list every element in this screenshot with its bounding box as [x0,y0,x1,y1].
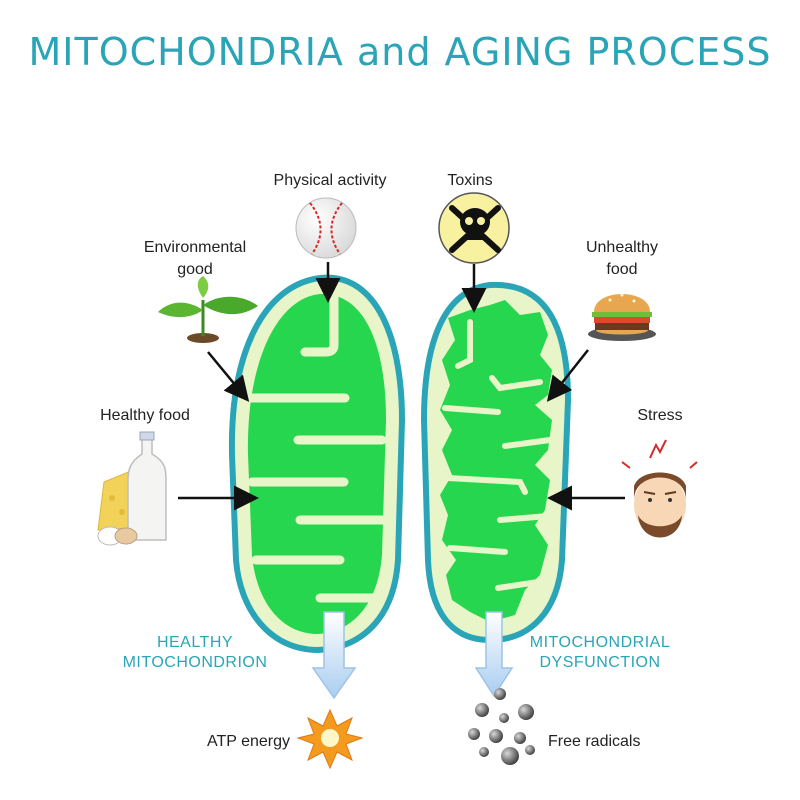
sprout-icon [158,276,258,343]
factor-arrows [178,262,625,511]
label-unhealthy-food: Unhealthy food [562,237,682,281]
dysfunction-output-arrow [474,611,514,698]
atp-energy-burst-icon [296,708,364,770]
label-environmental-good-line2: good [177,261,213,278]
label-environmental-good: Environmental good [120,237,270,281]
arrow-unhealthy-food [546,349,589,402]
label-environmental-good-line1: Environmental [143,239,247,256]
label-stress: Stress [637,407,683,424]
label-atp-energy: ATP energy [206,733,290,750]
healthy-mitochondrion [228,274,406,654]
arrow-environmental-good [207,351,250,402]
stressed-face-icon [621,439,698,538]
baseball-icon [295,197,357,259]
label-dysfunction-line1: MITOCHONDRIAL [529,634,671,651]
dysfunctional-mitochondrion [420,281,572,644]
page-title: MITOCHONDRIA and AGING PROCESS [28,30,772,74]
label-healthy-line2: MITOCHONDRION [122,654,268,671]
healthy-output-arrow [311,611,357,700]
skull-icon [438,192,510,264]
healthy-food-icon [97,431,167,546]
label-free-radicals: Free radicals [548,733,641,750]
label-unhealthy-food-line1: Unhealthy [585,239,659,256]
label-mitochondrial-dysfunction: MITOCHONDRIAL DYSFUNCTION [510,633,690,673]
label-healthy-food: Healthy food [100,407,190,424]
label-healthy-line1: HEALTHY [156,634,234,651]
burger-icon [588,293,656,341]
label-physical-activity: Physical activity [273,172,387,189]
label-toxins: Toxins [447,172,493,189]
label-dysfunction-line2: DYSFUNCTION [539,654,661,671]
label-unhealthy-food-line2: food [606,261,638,278]
free-radicals-icon [468,688,535,765]
label-healthy-mitochondrion: HEALTHY MITOCHONDRION [105,633,285,673]
